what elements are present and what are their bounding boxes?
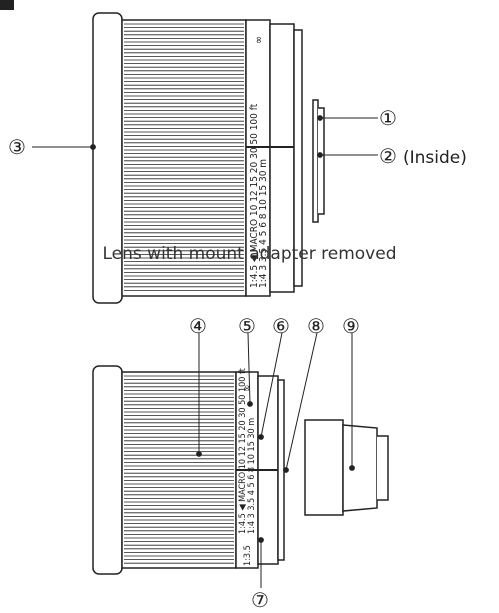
top-lens xyxy=(92,12,325,304)
dot-2 xyxy=(317,152,323,158)
top-lens-scale-band xyxy=(245,19,271,297)
dot-7 xyxy=(258,537,264,543)
dot-4 xyxy=(196,451,202,457)
ft-scale-top: 1:4.5 ◀ MACRO 10 12 15 20 30 50 100 ft xyxy=(249,103,260,288)
top-lens-grip-lines xyxy=(124,23,244,291)
corner-mark xyxy=(0,0,14,10)
callout-4: ④ xyxy=(189,314,207,338)
top-callouts xyxy=(32,115,378,158)
top-lens-rear-ring xyxy=(293,29,303,287)
m-scale-bottom: 1:4 3 3.5 4 5 6 8 10 15 30 m xyxy=(247,418,257,534)
bottom-lens-adapter-body xyxy=(342,424,378,512)
callout-5: ⑤ xyxy=(238,314,256,338)
dot-9 xyxy=(349,465,355,471)
dot-3 xyxy=(90,144,96,150)
callout-7: ⑦ xyxy=(251,588,269,612)
bottom-callouts xyxy=(196,332,355,588)
bottom-lens-mount-adapter xyxy=(304,419,344,516)
callout-9: ⑨ xyxy=(342,314,360,338)
callout-2-text: (Inside) xyxy=(403,148,467,168)
infinity-bottom: ∞ xyxy=(242,385,253,393)
top-focus-scale: 1:4.5 ◀ MACRO 10 12 15 20 30 50 100 ft 1… xyxy=(249,36,269,288)
leader-8 xyxy=(285,332,318,471)
infinity-top: ∞ xyxy=(252,36,265,44)
bottom-lens-grip-lines xyxy=(124,375,234,564)
caption-top: Lens with mount adapter removed xyxy=(102,244,397,264)
dot-8 xyxy=(283,467,289,473)
bottom-lens-front-rim xyxy=(92,365,123,575)
callout-2: ② xyxy=(379,144,397,168)
callout-8: ⑧ xyxy=(307,314,325,338)
callout-3: ③ xyxy=(8,135,26,159)
bottom-focus-scale: 1:4.5 ◀ MACRO 10 12 15 20 30 50 100 ft 1… xyxy=(238,368,257,566)
callout-6: ⑥ xyxy=(272,314,290,338)
dot-1 xyxy=(317,115,323,121)
ft-scale-bottom: 1:4.5 ◀ MACRO 10 12 15 20 30 50 100 ft xyxy=(238,368,248,534)
callout-1: ① xyxy=(379,106,397,130)
m-scale-top: 1:4 3 3.5 4 5 6 8 10 15 30 m xyxy=(258,159,269,288)
dot-5 xyxy=(247,401,253,407)
top-lens-mount-bayonet xyxy=(318,107,325,215)
dot-6 xyxy=(258,434,264,440)
leader-6 xyxy=(260,332,283,438)
top-lens-focus-ring xyxy=(121,19,247,297)
bottom-lens-adapter-bayonet xyxy=(377,435,389,501)
leader-5 xyxy=(247,332,251,405)
mag-3-bottom: 1:3.5 xyxy=(243,545,253,566)
top-lens-barrel xyxy=(269,23,295,293)
